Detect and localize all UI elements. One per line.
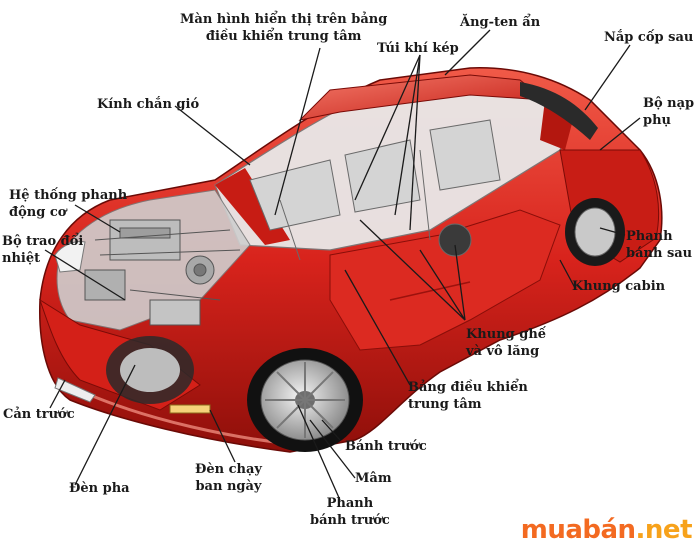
label-front-brake-line1: Phanh: [326, 496, 374, 511]
label-windshield-text: Kính chắn gió: [97, 97, 200, 112]
label-drl-line2: ban ngày: [195, 479, 262, 494]
interior-detail: [249, 119, 501, 261]
label-heat-exchanger-line2: nhiệt: [2, 251, 41, 266]
label-front-wheel: Bánh trước: [345, 438, 427, 455]
label-drl-line1: Đèn chạy: [195, 462, 262, 477]
label-airbag-text: Túi khí kép: [377, 41, 459, 56]
label-engine-brake-line1: Hệ thống phanh: [9, 188, 128, 203]
label-daytime-running-light: Đèn chạy ban ngày: [195, 461, 262, 495]
headlights: [54, 241, 211, 414]
label-rear-spoiler-line1: Bộ nạp: [643, 96, 695, 111]
left-front-wheel-graphic: [106, 336, 194, 404]
label-rear-brake-line2: bánh sau: [626, 246, 693, 261]
label-rim: Mâm: [355, 470, 392, 487]
label-engine-brake-system: Hệ thống phanh động cơ: [9, 187, 127, 221]
label-windshield: Kính chắn gió: [97, 96, 199, 113]
label-hidden-antenna-text: Ăng-ten ẩn: [460, 15, 541, 30]
label-airbag: Túi khí kép: [377, 40, 459, 57]
label-rear-spoiler-line2: phụ: [643, 113, 671, 128]
watermark-text-main: muabán: [520, 515, 636, 545]
label-center-dashboard: Bảng điều khiển trung tâm: [408, 379, 528, 413]
label-cabin-frame-text: Khung cabin: [572, 279, 666, 294]
label-center-dashboard-line2: trung tâm: [408, 397, 482, 412]
label-headlight: Đèn pha: [69, 480, 130, 497]
watermark-text-tld: .net: [635, 515, 693, 545]
label-heat-exchanger: Bộ trao đổi nhiệt: [2, 233, 83, 267]
label-dashboard-display-line1: Màn hình hiển thị trên bảng: [180, 12, 388, 27]
front-wheel-graphic: [247, 348, 363, 452]
label-seat-frame: Khung ghế và vô lăng: [466, 326, 546, 360]
label-seat-frame-line1: Khung ghế: [466, 327, 547, 342]
label-rear-brake-line1: Phanh: [626, 229, 673, 244]
label-seat-frame-line2: và vô lăng: [466, 344, 540, 359]
label-hidden-antenna: Ăng-ten ẩn: [460, 14, 540, 31]
label-front-bumper-text: Cản trước: [3, 407, 75, 422]
engine-detail: [84, 219, 241, 326]
watermark-logo: muabán.net: [520, 515, 693, 545]
label-trunk-lid-text: Nắp cốp sau: [604, 30, 694, 45]
label-front-wheel-text: Bánh trước: [345, 439, 427, 454]
label-headlight-text: Đèn pha: [69, 481, 130, 496]
label-dashboard-display-line2: điều khiển trung tâm: [205, 29, 362, 44]
label-dashboard-display: Màn hình hiển thị trên bảng điều khiển t…: [180, 11, 387, 45]
label-front-bumper: Cản trước: [3, 406, 75, 423]
label-engine-brake-line2: động cơ: [9, 205, 67, 220]
label-rear-brake: Phanh bánh sau: [626, 228, 692, 262]
label-trunk-lid: Nắp cốp sau: [604, 29, 693, 46]
label-cabin-frame: Khung cabin: [572, 278, 665, 295]
label-center-dashboard-line1: Bảng điều khiển: [408, 380, 528, 395]
leader-lines: [44, 29, 641, 501]
label-heat-exchanger-line1: Bộ trao đổi: [2, 234, 84, 249]
label-front-brake: Phanh bánh trước: [310, 495, 390, 529]
label-rear-spoiler: Bộ nạp phụ: [643, 95, 694, 129]
rear-wheel-graphic: [565, 198, 625, 266]
label-front-brake-line2: bánh trước: [310, 513, 390, 528]
label-rim-text: Mâm: [355, 471, 392, 486]
